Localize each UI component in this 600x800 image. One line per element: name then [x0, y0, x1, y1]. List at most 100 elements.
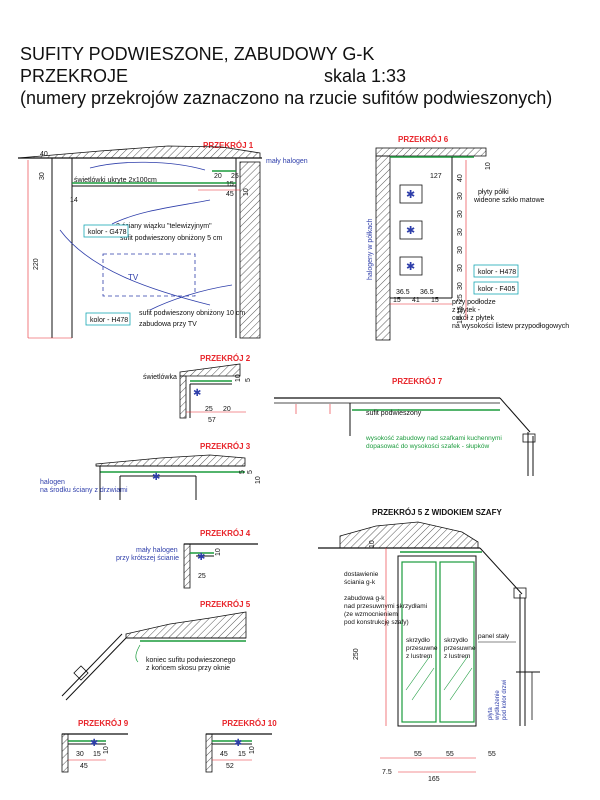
- left-label-1: dostawienie: [344, 571, 379, 578]
- wall-2: [179, 375, 187, 419]
- glass-shelves-label: płyty półki: [478, 189, 509, 196]
- left-label-2: ściania g-k: [344, 579, 376, 586]
- annotation-leaders: [59, 161, 233, 311]
- section-9-title: PRZEKRÓJ 9: [78, 719, 129, 728]
- window-5: [73, 665, 89, 681]
- dim-s1: 45: [226, 191, 234, 198]
- dim-s6: 30: [457, 246, 464, 254]
- dim-s2: 20: [223, 406, 231, 413]
- dim-s1: 15: [226, 181, 234, 188]
- section-9: PRZEKRÓJ 9 ✱ 30 15 10 45: [61, 719, 129, 773]
- halogens-label: halogeny w półkach: [367, 218, 374, 280]
- tile-note-2: z płytek -: [452, 307, 481, 314]
- dim-s1: 220: [33, 258, 40, 270]
- slab-3: [95, 454, 246, 467]
- halogen-label-4a: mały halogen: [136, 547, 178, 554]
- ceiling-label-7: sufit podwieszony: [366, 410, 422, 417]
- dim-s6: 10: [485, 162, 492, 170]
- dim-s4: 10: [215, 548, 222, 556]
- dim-s5w: 7.5: [382, 769, 392, 776]
- dim-s6: 40: [457, 174, 464, 182]
- slope-5w: [479, 547, 523, 595]
- section-7: PRZEKRÓJ 7 sufit podwieszony wysokość za…: [274, 377, 536, 476]
- dim-s6: 10: [457, 316, 464, 324]
- dim-s9: 30: [76, 751, 84, 758]
- note-7b: dopasować do wysokości szafek - słupków: [366, 443, 490, 450]
- slope-7: [499, 397, 531, 433]
- mirror-hatch: [405, 655, 473, 701]
- dim-s5w: 55: [446, 751, 454, 758]
- dim-s6: 30: [457, 264, 464, 272]
- section-3: PRZEKRÓJ 3 ✱ halogen na środku ściany z …: [40, 442, 262, 500]
- halogen-icon: ✱: [406, 189, 415, 201]
- color-f405-label: kolor - F405: [478, 286, 515, 293]
- section-6-title: PRZEKRÓJ 6: [398, 135, 449, 144]
- dim-s6: 15: [431, 297, 439, 304]
- section-1: PRZEKRÓJ 1 TV świetlówki ukryte 2x100cm …: [17, 141, 308, 339]
- dim-s5w: 10: [369, 540, 376, 548]
- section-5-title: PRZEKRÓJ 5: [200, 600, 251, 609]
- dim-s6: 30: [457, 228, 464, 236]
- matt-glass-label: wideone szkło matowe: [473, 197, 545, 204]
- door-a-label-1: skrzydło: [406, 637, 430, 644]
- title-scale: skala 1:33: [324, 66, 407, 86]
- tv-walls-label: 2 ściany wiązku "telewizyjnym": [116, 223, 212, 230]
- door-a-label-3: z lustrem: [406, 653, 432, 660]
- door-b-label-2: przesuwne: [444, 645, 476, 652]
- title-line-2-left: PRZEKROJE: [20, 66, 129, 86]
- plate-label-1: płyta: [488, 707, 494, 720]
- dim-s1: 40: [40, 151, 48, 158]
- section-1-title: PRZEKRÓJ 1: [203, 141, 254, 150]
- door-b[interactable]: [439, 561, 475, 723]
- dim-s3: 5: [247, 470, 254, 474]
- ceiling-10-label: sufit podwieszony obniżony 10 cm: [139, 310, 245, 317]
- dim-s6: 127: [430, 173, 442, 180]
- section-4-title: PRZEKRÓJ 4: [200, 529, 251, 538]
- dim-s2: 25: [205, 406, 213, 413]
- note-7a: wysokość zabudowy nad szafkami kuchennym…: [365, 435, 502, 442]
- dim-s6: 15: [393, 297, 401, 304]
- tile-note-3: cokół z płytek: [452, 315, 495, 322]
- dim-s3: 10: [255, 476, 262, 484]
- halogen-icon: ✱: [197, 552, 205, 563]
- left-label-3: zabudowa g-k: [344, 595, 385, 602]
- section-3-title: PRZEKRÓJ 3: [200, 442, 251, 451]
- section-7-title: PRZEKRÓJ 7: [392, 377, 443, 386]
- wall-9: [61, 733, 69, 773]
- dim-s1: 14: [70, 197, 78, 204]
- small-halogen-label: mały halogen: [266, 158, 308, 165]
- dim-s2: 10: [235, 374, 242, 382]
- dim-s6: 30: [457, 282, 464, 290]
- dim-s5w: 165: [428, 776, 440, 783]
- tv-outline: [102, 253, 196, 297]
- color-h478-label: kolor - H478: [90, 317, 128, 324]
- door-b-label-1: skrzydło: [444, 637, 468, 644]
- slab-5w: [339, 521, 479, 549]
- section-10: PRZEKRÓJ 10 ✱ 45 15 10 52: [205, 719, 277, 773]
- wall-4: [183, 543, 191, 589]
- dim-s5w: 55: [488, 751, 496, 758]
- dim-s6: 30: [457, 192, 464, 200]
- tv-label: TV: [128, 273, 139, 282]
- right-wall-hatch: [239, 161, 261, 339]
- shelf-niche-1: [399, 184, 423, 204]
- dim-s10: 52: [226, 763, 234, 770]
- section-2-title: PRZEKRÓJ 2: [200, 354, 251, 363]
- dim-s10: 45: [220, 751, 228, 758]
- ceiling-slab-6: [375, 147, 487, 157]
- dim-s9: 10: [103, 746, 110, 754]
- section-10-title: PRZEKRÓJ 10: [222, 719, 277, 728]
- tile-note-1: przy podłodze: [452, 299, 496, 306]
- halogen-icon: ✱: [406, 225, 415, 237]
- dim-s2: 57: [208, 417, 216, 424]
- note-5b: z końcem skosu przy oknie: [146, 665, 230, 672]
- wardrobe-frame: [397, 555, 477, 727]
- wall-6: [375, 155, 391, 341]
- tile-note-4: na wysokości listew przypodłogowych: [452, 323, 569, 330]
- panel-label: panel stały: [478, 633, 510, 640]
- halogen-icon: ✱: [90, 738, 98, 749]
- slab-2: [179, 363, 241, 377]
- dim-s6: 36.5: [420, 289, 434, 296]
- door-a[interactable]: [401, 561, 437, 723]
- section-2: PRZEKRÓJ 2 ✱ świetlówka 10 5 25 20 57: [143, 354, 252, 424]
